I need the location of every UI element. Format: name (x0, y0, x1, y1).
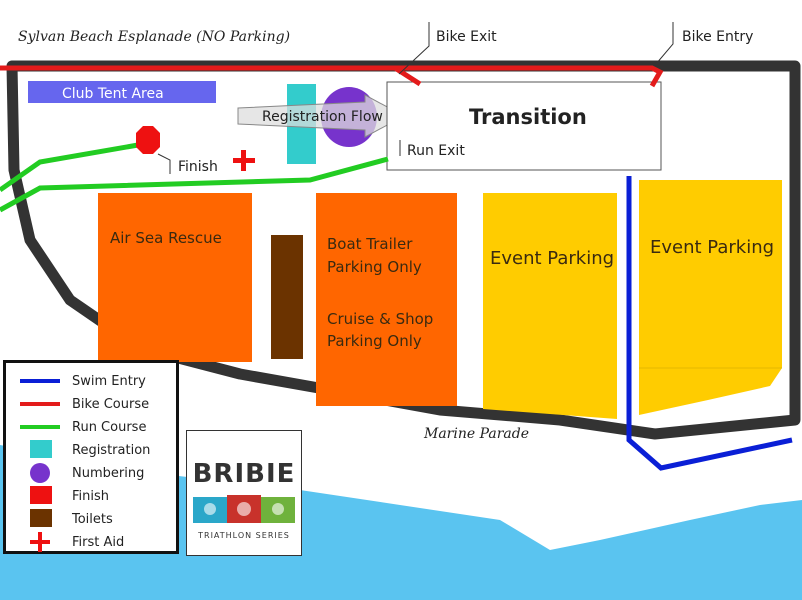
logo-subtitle: TRIATHLON SERIES (198, 531, 290, 540)
legend-item-first-aid: First Aid (16, 532, 124, 552)
boat-cruise-parking-zone (316, 193, 457, 406)
run-exit-label: Run Exit (407, 143, 465, 159)
run-course-swatch (20, 425, 60, 429)
bike-entry-pointer (655, 22, 674, 65)
esplanade-label: Sylvan Beach Esplanade (NO Parking) (18, 29, 290, 45)
finish-marker (136, 126, 160, 154)
first-aid-marker (233, 150, 255, 171)
logo-athletes-graphic (193, 495, 295, 523)
bike-exit-pointer (398, 22, 430, 75)
map-legend: Swim Entry Bike Course Run Course Regist… (3, 360, 179, 554)
event-parking-zone-2 (639, 180, 782, 415)
legend-item-registration: Registration (16, 440, 150, 460)
boat-trailer-line2: Parking Only (327, 258, 422, 276)
finish-label: Finish (178, 159, 218, 175)
first-aid-cross-icon (30, 532, 50, 552)
toilets-swatch (30, 509, 52, 527)
air-sea-rescue-label: Air Sea Rescue (110, 229, 222, 247)
run-course-upper (0, 142, 139, 193)
legend-label: Numbering (72, 465, 145, 481)
bike-entry-label: Bike Entry (682, 29, 753, 45)
registration-flow-arrow (237, 94, 406, 138)
air-sea-rescue-zone (98, 193, 252, 362)
legend-label: Registration (72, 442, 151, 458)
club-tent-label: Club Tent Area (62, 86, 164, 102)
registration-swatch (30, 440, 52, 458)
legend-item-bike-course: Bike Course (16, 394, 149, 414)
marine-parade-label: Marine Parade (423, 426, 529, 442)
cruise-shop-line2: Parking Only (327, 332, 422, 350)
club-tent-area (28, 81, 216, 103)
bribie-logo: BRIBIE TRIATHLON SERIES (186, 430, 302, 556)
event-parking-zone-1 (483, 193, 617, 419)
logo-wordmark: BRIBIE (192, 459, 296, 489)
legend-item-toilets: Toilets (16, 509, 113, 529)
swim-entry (626, 176, 793, 471)
bike-course-swatch (20, 402, 60, 406)
event-parking-label-1: Event Parking (490, 248, 614, 269)
numbering-swatch (30, 463, 50, 483)
run-course-lower (0, 156, 389, 213)
event-parking-label-2: Event Parking (650, 237, 774, 258)
bike-course (0, 65, 664, 88)
toilets-block (271, 235, 303, 359)
transition-area (386, 81, 662, 171)
registration-flow-label: Registration Flow (262, 109, 383, 125)
finish-swatch (30, 486, 52, 504)
legend-label: Finish (72, 488, 110, 504)
boat-trailer-line1: Boat Trailer (327, 235, 413, 253)
swim-entry-swatch (20, 379, 60, 383)
legend-label: Toilets (72, 511, 113, 527)
bike-exit-label: Bike Exit (436, 29, 497, 45)
legend-label: Swim Entry (72, 373, 146, 389)
legend-item-swim-entry: Swim Entry (16, 371, 146, 391)
transition-label: Transition (469, 105, 587, 129)
legend-item-finish: Finish (16, 486, 109, 506)
legend-item-numbering: Numbering (16, 463, 144, 483)
finish-pointer (157, 153, 171, 174)
cruise-shop-line1: Cruise & Shop (327, 310, 433, 328)
legend-label: Bike Course (72, 396, 150, 412)
legend-label: Run Course (72, 419, 147, 435)
legend-label: First Aid (72, 534, 125, 550)
legend-item-run-course: Run Course (16, 417, 146, 437)
